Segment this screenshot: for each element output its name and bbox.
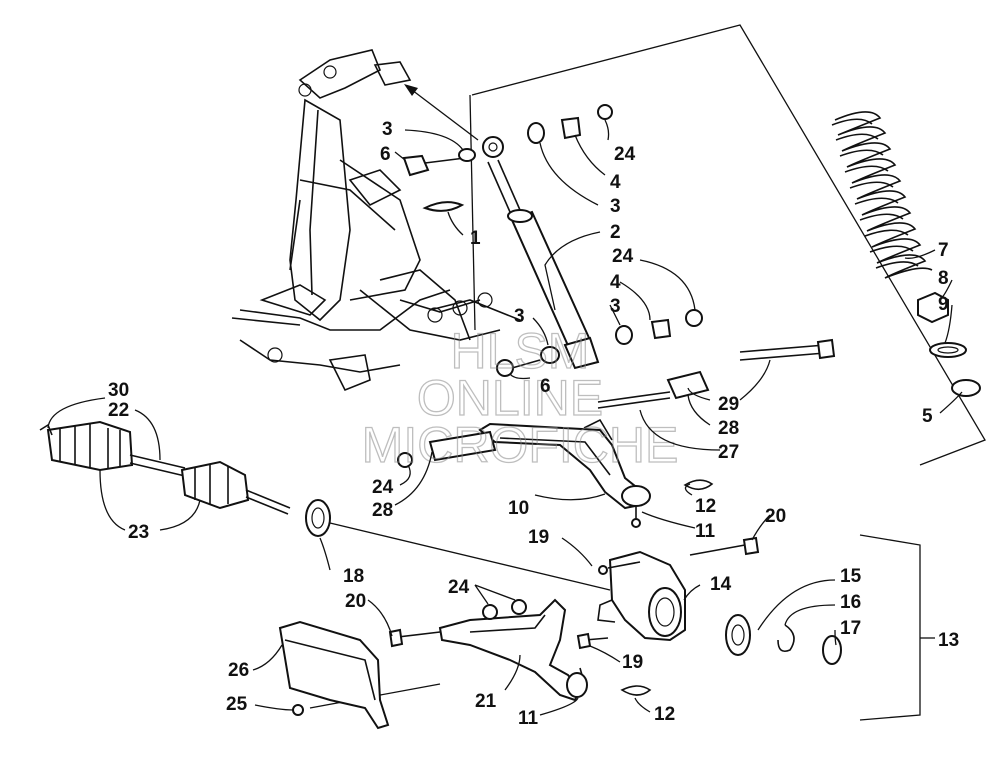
callout-28-left: 28 — [372, 500, 393, 521]
callout-3-lower-right: 3 — [610, 296, 621, 317]
callout-24-left: 24 — [372, 477, 394, 498]
callout-3-lower-left: 3 — [514, 306, 525, 327]
callout-16: 16 — [840, 592, 861, 613]
callout-1: 1 — [470, 228, 481, 249]
callout-6-upper: 6 — [380, 144, 391, 165]
watermark-line-1: HLSM — [451, 323, 590, 379]
callout-28-right: 28 — [718, 418, 739, 439]
callout-12-upper: 12 — [695, 496, 716, 517]
callout-20-right: 20 — [765, 506, 786, 527]
callout-2: 2 — [610, 222, 621, 243]
axle-seal — [305, 499, 331, 537]
watermark-line-3: MICROFICHE — [362, 417, 679, 473]
callout-6-lower: 6 — [540, 376, 551, 397]
watermark: HLSM ONLINE MICROFICHE — [361, 322, 679, 473]
upper-shock-hardware — [402, 104, 613, 212]
callout-3-upper-right: 3 — [610, 196, 621, 217]
watermark-line-2: ONLINE — [417, 370, 603, 426]
shock-absorber — [482, 136, 600, 370]
callout-19-upper: 19 — [528, 527, 549, 548]
coil-spring — [831, 111, 933, 279]
callout-9: 9 — [938, 294, 949, 315]
callout-24-upper: 24 — [614, 144, 636, 165]
callout-24-middle: 24 — [612, 246, 634, 267]
callout-labels: 1 2 3 3 3 3 4 4 5 6 6 7 8 9 10 11 11 12 … — [108, 119, 959, 729]
callout-19-lower: 19 — [622, 652, 643, 673]
upper-arm-pivot-hardware — [397, 338, 836, 468]
lower-shock-hardware — [496, 309, 703, 377]
direction-arrow — [404, 84, 479, 141]
callout-23: 23 — [128, 522, 149, 543]
callout-22: 22 — [108, 400, 129, 421]
callout-11-lower: 11 — [518, 708, 539, 729]
hub-bearing-components — [725, 614, 842, 665]
frame-assembly — [231, 49, 521, 392]
callout-7: 7 — [938, 240, 949, 261]
callout-29: 29 — [718, 394, 739, 415]
callout-14: 14 — [710, 574, 732, 595]
upper-a-arm — [478, 418, 651, 528]
callout-12-lower: 12 — [654, 704, 675, 725]
callout-8: 8 — [938, 268, 949, 289]
spring-inset-frame — [469, 24, 986, 466]
drive-axle — [39, 420, 291, 515]
axle-centerline — [329, 522, 611, 591]
steering-knuckle — [597, 536, 760, 642]
callout-4-upper: 4 — [610, 172, 621, 193]
callout-18: 18 — [343, 566, 364, 587]
callout-13: 13 — [938, 630, 959, 651]
callout-3-upper-left: 3 — [382, 119, 393, 140]
callout-25: 25 — [226, 694, 248, 715]
callout-4-lower: 4 — [610, 272, 621, 293]
callout-5: 5 — [922, 406, 933, 427]
callout-26: 26 — [228, 660, 249, 681]
callout-17: 17 — [840, 618, 861, 639]
callout-27: 27 — [718, 442, 739, 463]
callout-20-left: 20 — [345, 591, 366, 612]
skid-shield — [278, 620, 390, 730]
lower-a-arm — [388, 598, 609, 702]
leader-lines — [47, 119, 963, 721]
spring-seats — [917, 291, 981, 397]
callout-30: 30 — [108, 380, 129, 401]
callout-11-upper: 11 — [695, 521, 716, 542]
callout-24-lower: 24 — [448, 577, 470, 598]
cotter-pins — [620, 479, 714, 696]
callout-10: 10 — [508, 498, 529, 519]
callout-21: 21 — [475, 691, 497, 712]
callout-15: 15 — [840, 566, 862, 587]
